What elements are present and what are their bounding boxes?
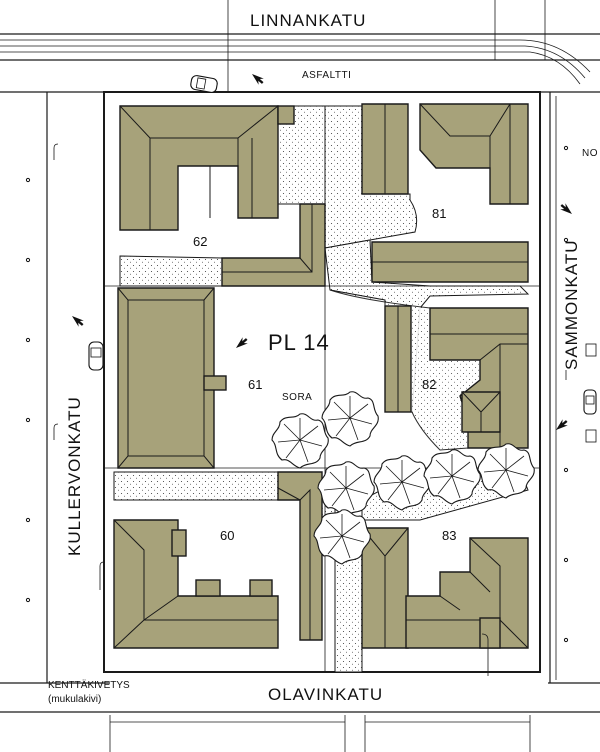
surface-label-block: SORA [282,392,312,403]
labels: LINNANKATU ASFALTTI NO SAMMONKATU KULLER… [48,11,598,705]
plot-number: 81 [432,206,446,221]
plot-number: 60 [220,528,234,543]
buildings [113,103,529,649]
street-label-west: KULLERVONKATU [65,396,84,556]
block-label: PL 14 [268,330,330,355]
street-label-east: SAMMONKATU [562,239,581,370]
arrow-icon [557,200,576,219]
arrow-icon [68,311,87,330]
lamp-post-icon [99,561,105,590]
street-label-east-cut: NO [582,148,598,159]
arrow-icon [232,334,251,353]
legend-line-1: KENTTÄKIVETYS [48,679,130,691]
arrow-icon [248,69,267,88]
plot-number: 61 [248,377,262,392]
cars [88,75,597,415]
street-label-south: OLAVINKATU [268,685,383,704]
plot-number: 62 [193,234,207,249]
tree-icon [271,413,329,469]
surface-label-north: ASFALTTI [302,70,351,81]
car-icon [583,389,597,415]
lamp-post-icon [481,633,489,676]
lamp-post-icon [53,423,59,440]
legend-line-2: (mukulakivi) [48,694,101,705]
lamp-posts [25,143,597,676]
street-label-north: LINNANKATU [250,11,366,30]
car-icon [88,341,104,371]
plot-number: 82 [422,377,436,392]
plot-number: 83 [442,528,456,543]
lamp-post-icon [53,143,59,160]
car-icon [190,75,218,93]
block-boundary [103,91,541,673]
tree-icon [321,391,379,447]
